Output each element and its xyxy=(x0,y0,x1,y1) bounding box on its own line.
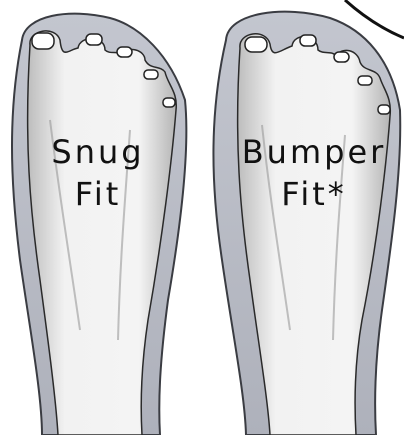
left-toenail-2 xyxy=(86,34,102,45)
snug-fit-label-line1: Snug xyxy=(51,133,144,171)
left-toenail-5 xyxy=(163,98,175,107)
right-toenail-4 xyxy=(358,76,372,85)
bumper-fit-label-line2: Fit* xyxy=(281,175,347,213)
right-toenail-big xyxy=(245,37,267,52)
right-toenail-5 xyxy=(378,105,390,114)
right-toenail-3 xyxy=(334,52,349,62)
snug-fit-label-line2: Fit xyxy=(75,175,122,213)
left-toenail-4 xyxy=(144,70,158,79)
right-foot-panel: Bumper Fit* xyxy=(213,12,400,435)
bumper-fit-label-line1: Bumper xyxy=(242,133,387,171)
right-toenail-2 xyxy=(300,35,316,46)
left-toenail-big xyxy=(32,33,54,49)
left-foot-panel: Snug Fit xyxy=(12,14,186,435)
left-toenail-3 xyxy=(117,47,132,57)
